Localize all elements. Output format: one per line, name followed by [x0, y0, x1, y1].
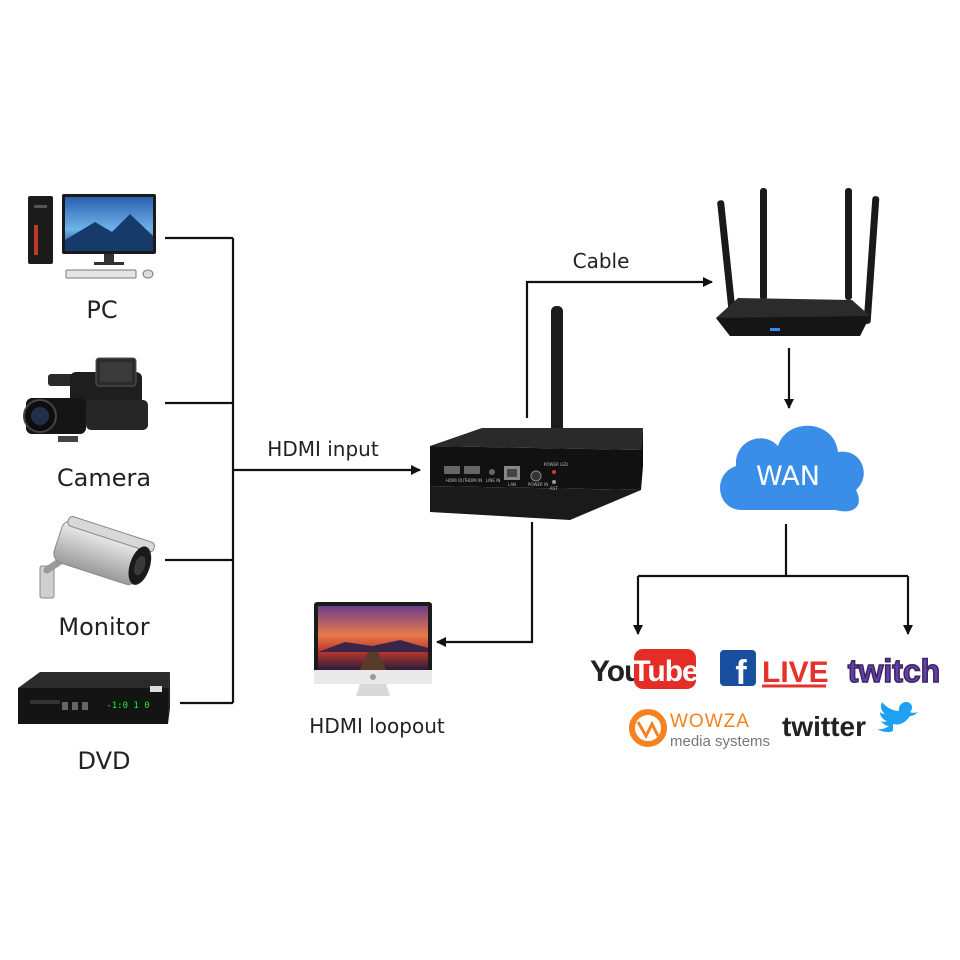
port-label-hdmi-out: HDMI OUT	[446, 478, 467, 483]
wowza-name: WOWZA	[670, 711, 750, 732]
port-label-lan: LAN	[508, 482, 516, 487]
twitter-bird-icon	[877, 702, 918, 733]
hdmi-loopout-arrow	[436, 522, 534, 647]
port-label-power-led: POWER LED	[544, 462, 568, 467]
wowza-logo: WOWZA media systems	[629, 709, 770, 750]
label-cable: Cable	[573, 249, 630, 273]
youtube-logo: You Tube	[590, 649, 699, 689]
wan-label: WAN	[756, 461, 820, 492]
wowza-sub: media systems	[670, 733, 770, 750]
label-hdmi-input: HDMI input	[267, 437, 379, 461]
source-label-monitor: Monitor	[58, 613, 149, 641]
encoder-port-labels: HDMI OUT HDMI IN LINE IN LAN POWER IN PO…	[446, 462, 568, 491]
twitter-logo: twitter	[782, 702, 918, 742]
port-label-power-in: POWER IN	[528, 482, 548, 487]
wan-fanout-arrows	[633, 524, 913, 635]
port-label-rst: RST	[550, 486, 558, 491]
port-label-line-in: LINE IN	[486, 478, 500, 483]
youtube-tube: Tube	[632, 655, 698, 688]
source-label-dvd: DVD	[78, 747, 131, 775]
wan-cloud-icon	[720, 425, 864, 512]
port-label-hdmi-in: HDMI IN	[466, 478, 482, 483]
facebook-live-label: LIVE	[762, 656, 829, 689]
youtube-you: You	[590, 655, 641, 688]
twitch-logo: twitch	[847, 652, 941, 690]
label-hdmi-loopout: HDMI loopout	[309, 714, 445, 738]
twitter-label: twitter	[782, 711, 866, 742]
dvd-player-icon: -1:0 1 0	[18, 672, 170, 724]
imac-monitor-icon	[314, 602, 432, 696]
twitch-label: twitch	[848, 653, 940, 689]
desktop-pc-icon	[28, 194, 156, 279]
hdmi-encoder-icon	[430, 306, 643, 520]
source-label-camera: Camera	[57, 464, 151, 492]
source-label-pc: PC	[86, 296, 117, 324]
cable-arrow	[525, 277, 713, 418]
svg-text:-1:0 1 0: -1:0 1 0	[106, 701, 149, 711]
wifi-router-icon	[716, 188, 880, 336]
video-camera-icon	[23, 357, 148, 442]
facebook-live-logo: f LIVE	[720, 650, 829, 692]
cctv-camera-icon	[39, 516, 155, 599]
facebook-f: f	[735, 654, 747, 692]
source-connectors	[165, 236, 235, 705]
